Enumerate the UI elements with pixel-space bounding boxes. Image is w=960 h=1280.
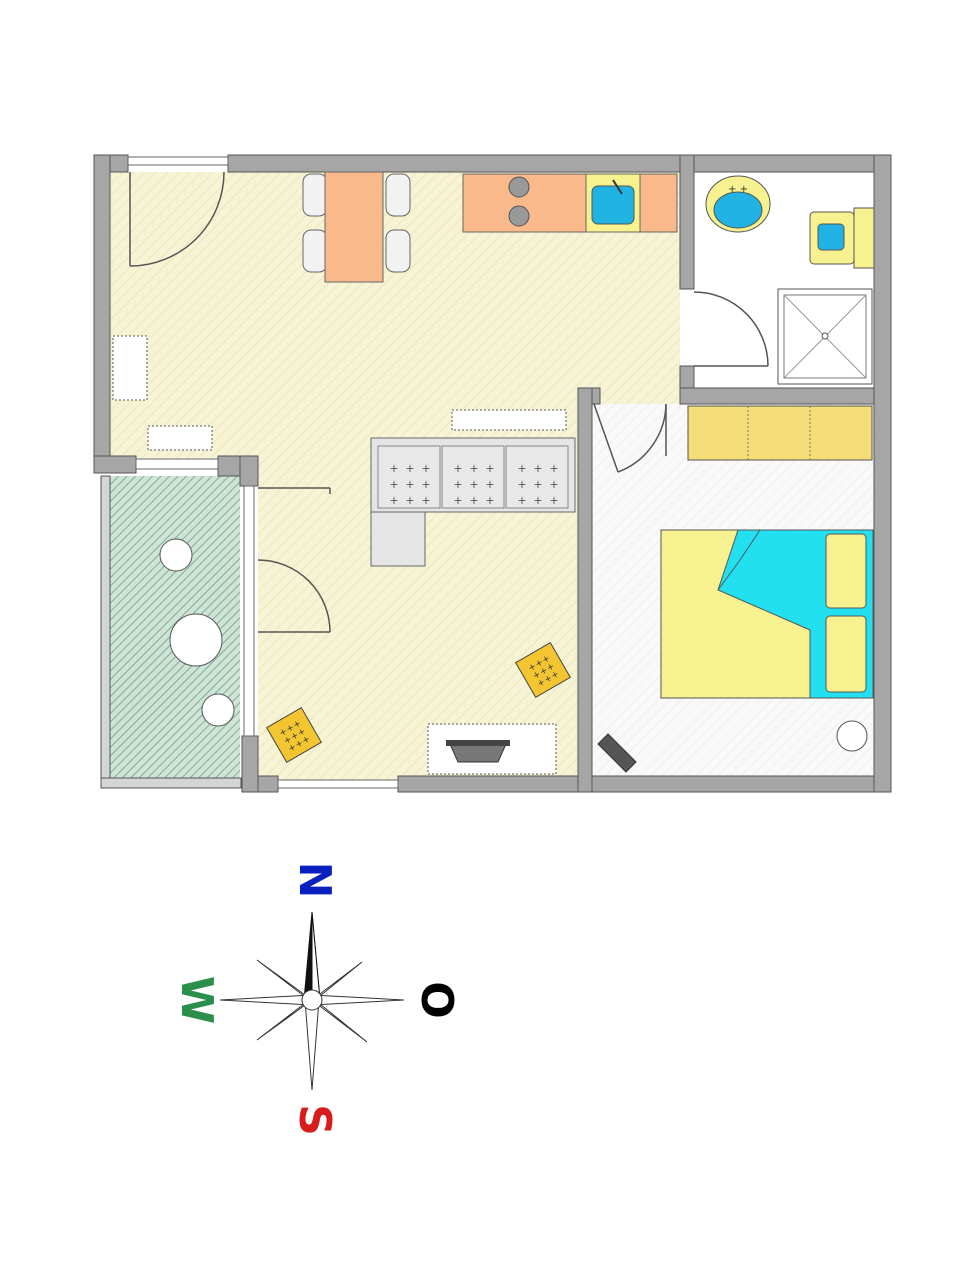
svg-text:+: + xyxy=(543,673,555,685)
svg-text:+: + xyxy=(405,494,414,507)
svg-text:+: + xyxy=(389,462,398,475)
dining-table xyxy=(324,171,384,283)
compass-rose-icon xyxy=(219,911,405,1091)
double-bed xyxy=(660,529,874,699)
chair-tr xyxy=(385,173,411,217)
svg-text:+: + xyxy=(278,727,290,739)
svg-text:+: + xyxy=(531,670,543,682)
svg-text:+: + xyxy=(538,666,550,678)
walls xyxy=(93,154,892,793)
tv-unit xyxy=(427,723,557,775)
counter xyxy=(462,173,678,233)
svg-text:+: + xyxy=(549,478,558,491)
balcony-furniture xyxy=(159,538,235,727)
svg-text:+: + xyxy=(541,654,553,666)
doors xyxy=(129,171,769,633)
svg-text:+: + xyxy=(485,478,494,491)
kitchen-counter xyxy=(462,173,678,233)
svg-text:+: + xyxy=(389,478,398,491)
balcony-door-glass xyxy=(243,485,255,737)
window-left-balcony xyxy=(135,458,219,470)
toilet-icon xyxy=(809,207,875,269)
compass-north-label: N xyxy=(289,862,340,899)
pillow-bottom xyxy=(825,615,867,693)
svg-text:+: + xyxy=(517,462,526,475)
balcony-table xyxy=(169,613,223,667)
svg-text:+: + xyxy=(301,734,313,746)
window-bottom xyxy=(277,779,399,789)
svg-text:+: + xyxy=(287,742,299,754)
sofa: + + + + + + + + + + + + + + + + + + + + + + + + + + + xyxy=(370,437,576,567)
svg-text:+: + xyxy=(517,478,526,491)
balcony-stool-top xyxy=(159,538,193,572)
svg-text:+: + xyxy=(517,494,526,507)
svg-text:+: + xyxy=(296,727,308,739)
svg-text:+: + xyxy=(421,478,430,491)
radiators xyxy=(112,335,567,451)
svg-text:+: + xyxy=(389,494,398,507)
svg-text:+: + xyxy=(405,462,414,475)
television-icon xyxy=(446,740,510,763)
door-entrance-swing xyxy=(129,171,225,267)
pillow-top xyxy=(825,533,867,609)
svg-text:+: + xyxy=(549,462,558,475)
svg-text:+: + xyxy=(469,478,478,491)
svg-text:+: + xyxy=(469,494,478,507)
svg-text:+: + xyxy=(453,478,462,491)
svg-text:+: + xyxy=(421,462,430,475)
radiator-center xyxy=(451,409,567,431)
svg-text:+: + xyxy=(536,677,548,689)
balcony-stool-bottom xyxy=(201,693,235,727)
door-bedroom-swing xyxy=(593,403,667,473)
bedroom-tv-icon xyxy=(597,733,637,773)
svg-text:+: + xyxy=(405,478,414,491)
windows xyxy=(127,156,399,789)
svg-text:+: + xyxy=(534,658,546,670)
svg-text:+: + xyxy=(289,731,301,743)
dining-area xyxy=(302,171,411,283)
chair-tl xyxy=(302,173,328,217)
svg-text:+: + xyxy=(485,462,494,475)
svg-text:+: + xyxy=(282,735,294,747)
cushions: +++ +++ +++ +++ +++ +++ xyxy=(265,641,572,764)
compass-west-label: W xyxy=(171,976,222,1025)
svg-text:+: + xyxy=(527,662,539,674)
radiator-left-lower xyxy=(147,425,213,451)
compass-south-label: S xyxy=(289,1104,340,1136)
chair-br xyxy=(385,229,411,273)
svg-text:+: + xyxy=(533,478,542,491)
svg-text:+: + xyxy=(545,662,557,674)
svg-text:+: + xyxy=(485,494,494,507)
bathroom: + + xyxy=(705,175,875,385)
door-bathroom-swing xyxy=(693,291,769,367)
svg-text:+: + xyxy=(285,723,297,735)
bedroom-stool xyxy=(836,720,868,752)
svg-text:+: + xyxy=(453,462,462,475)
washbasin-icon: + + xyxy=(705,175,771,233)
stove-icon xyxy=(508,176,530,227)
wardrobe xyxy=(687,405,873,461)
radiator-left-upper xyxy=(112,335,148,401)
svg-text:+: + xyxy=(469,462,478,475)
shower-tray-icon xyxy=(777,288,873,385)
compass-east-label: O xyxy=(411,981,462,1018)
svg-text:+: + xyxy=(453,494,462,507)
svg-text:+: + xyxy=(292,719,304,731)
bedroom xyxy=(597,405,874,773)
kitchen-sink-icon xyxy=(585,173,641,233)
chair-bl xyxy=(302,229,328,273)
svg-text:+ +: + + xyxy=(728,184,748,195)
door-balcony-swing-a xyxy=(257,559,331,633)
ottoman xyxy=(370,511,426,567)
svg-text:+: + xyxy=(294,738,306,750)
svg-text:+: + xyxy=(549,494,558,507)
window-top-left xyxy=(127,156,229,166)
svg-text:+: + xyxy=(421,494,430,507)
svg-text:+: + xyxy=(533,494,542,507)
svg-text:+: + xyxy=(533,462,542,475)
svg-text:+: + xyxy=(550,669,562,681)
